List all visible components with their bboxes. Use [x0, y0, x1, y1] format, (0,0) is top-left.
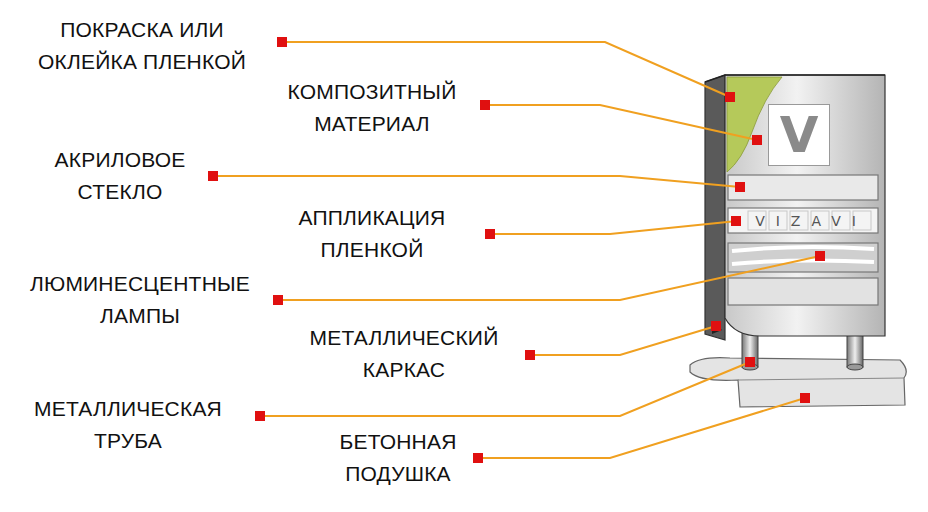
logo-letter: V [780, 106, 819, 164]
callout-label: МЕТАЛЛИЧЕСКИЙ КАРКАС [292, 322, 517, 386]
callout-label: ЛЮМИНЕСЦЕНТНЫЕ ЛАМПЫ [18, 268, 263, 332]
callout-markers [208, 37, 825, 463]
callout-label: БЕТОННАЯ ПОДУШКА [313, 426, 483, 490]
fluorescent-lamps [732, 247, 874, 264]
metal-pipes [742, 333, 863, 370]
callout-label: МЕТАЛЛИЧЕСКАЯ ТРУБА [11, 393, 246, 457]
callout-label: ПОКРАСКА ИЛИ ОКЛЕЙКА ПЛЕНКОЙ [20, 14, 265, 78]
callout-label: КОМПОЗИТНЫЙ МАТЕРИАЛ [280, 76, 465, 140]
brand-strip: VIZAVI [742, 209, 876, 232]
letter-cells [748, 211, 871, 230]
callout-label: АППЛИКАЦИЯ ПЛЕНКОЙ [282, 202, 462, 266]
pylon-body [705, 75, 885, 340]
acrylic-panels [728, 175, 878, 305]
leader-lines [213, 42, 820, 458]
brand-text: VIZAVI [755, 213, 867, 229]
logo-box: V [768, 104, 830, 166]
callout-label: АКРИЛОВОЕ СТЕКЛО [38, 144, 203, 208]
